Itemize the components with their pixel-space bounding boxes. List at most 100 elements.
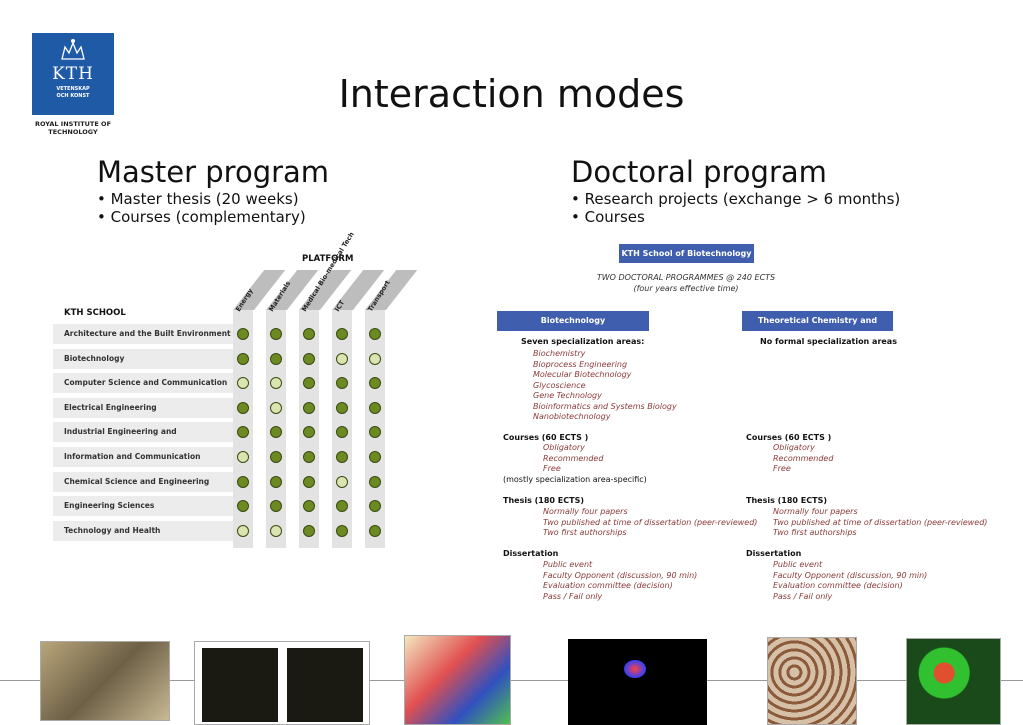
doctoral-bullets: • Research projects (exchange > 6 months…: [571, 190, 900, 226]
school-label: KTH SCHOOL: [64, 308, 126, 318]
list-item: Faculty Opponent (discussion, 90 min): [773, 570, 928, 580]
strong-link-dot: [237, 328, 249, 340]
weak-link-dot: [270, 524, 282, 537]
matrix-row-label: Architecture and the Built Environment: [53, 324, 233, 344]
strong-link-dot: [303, 500, 315, 513]
list-item: Evaluation committee (decision): [543, 581, 673, 590]
list-item: Free: [773, 464, 791, 473]
left-diss-title: Dissertation: [503, 549, 559, 558]
list-item: Obligatory: [773, 443, 815, 452]
list-item: Public event: [543, 560, 593, 569]
master-bullet: • Courses (complementary): [97, 208, 306, 226]
matrix-row-label: Biotechnology: [53, 348, 233, 369]
weak-link-dot: [336, 352, 348, 365]
right-courses-title: Courses (60 ECTS ): [746, 433, 832, 442]
list-item: Two first authorships: [773, 528, 857, 537]
strong-link-dot: [270, 328, 282, 340]
photo-tissue: [767, 637, 857, 725]
slide-title: Interaction modes: [338, 72, 685, 116]
strong-link-dot: [303, 352, 315, 365]
master-bullets: • Master thesis (20 weeks) • Courses (co…: [97, 190, 306, 226]
right-spec-title: No formal specialization areas: [760, 337, 897, 346]
list-item: Nanobiotechnology: [533, 412, 611, 421]
strong-link-dot: [303, 475, 315, 488]
logo-line2: OCH KONST: [56, 93, 90, 99]
list-item: Recommended: [543, 453, 604, 463]
strong-link-dot: [237, 401, 249, 414]
strong-link-dot: [270, 352, 282, 365]
strong-link-dot: [336, 524, 348, 537]
logo-kth: KTH: [52, 64, 94, 84]
strong-link-dot: [270, 426, 282, 439]
kth-logo: KTH VETENSKAP OCH KONST: [32, 33, 114, 115]
right-diss-title: Dissertation: [746, 549, 802, 558]
strong-link-dot: [369, 426, 381, 439]
right-thesis-title: Thesis (180 ECTS): [746, 496, 827, 505]
list-item: Bioinformatics and Systems Biology: [533, 401, 677, 411]
strong-link-dot: [336, 328, 348, 340]
list-item: Two published at time of dissertation (p…: [543, 517, 758, 527]
list-item: Bioprocess Engineering: [533, 359, 628, 369]
list-item: Normally four papers: [543, 507, 628, 516]
strong-link-dot: [369, 451, 381, 463]
weak-link-dot: [336, 475, 348, 488]
strong-link-dot: [303, 377, 315, 390]
master-heading: Master program: [97, 155, 330, 189]
matrix-row-label: Engineering Sciences: [53, 496, 233, 517]
weak-link-dot: [369, 352, 381, 365]
strong-link-dot: [237, 352, 249, 365]
doctoral-bullet: • Research projects (exchange > 6 months…: [571, 190, 901, 208]
strong-link-dot: [336, 451, 348, 463]
strong-link-dot: [303, 328, 315, 340]
matrix-row-label: Computer Science and Communication: [53, 373, 233, 394]
strong-link-dot: [369, 524, 381, 537]
list-item: Gene Technology: [533, 391, 602, 400]
strong-link-dot: [303, 524, 315, 537]
strong-link-dot: [369, 377, 381, 390]
weak-link-dot: [237, 524, 249, 537]
list-item: Biochemistry: [533, 349, 586, 358]
doctoral-bullet: • Courses: [571, 208, 645, 226]
list-item: Two published at time of dissertation (p…: [773, 517, 988, 527]
list-item: Recommended: [773, 453, 834, 463]
list-item: Molecular Biotechnology: [533, 370, 632, 379]
strong-link-dot: [270, 475, 282, 488]
weak-link-dot: [270, 401, 282, 414]
crown-icon: [61, 39, 85, 60]
list-item: Pass / Fail only: [543, 591, 603, 601]
platform-label: PLATFORM: [302, 254, 354, 264]
strong-link-dot: [369, 328, 381, 340]
left-courses-title: Courses (60 ECTS ): [503, 433, 589, 442]
list-item: Evaluation committee (decision): [773, 581, 903, 590]
list-item: Free: [543, 464, 561, 473]
strong-link-dot: [237, 500, 249, 513]
list-item: Two first authorships: [543, 528, 627, 537]
matrix-row-label: Technology and Health: [53, 520, 233, 541]
strong-link-dot: [336, 500, 348, 513]
strong-link-dot: [336, 401, 348, 414]
strong-link-dot: [270, 500, 282, 513]
strong-link-dot: [369, 475, 381, 488]
weak-link-dot: [237, 377, 249, 390]
list-item: Normally four papers: [773, 507, 858, 516]
school-box: KTH School of Biotechnology: [619, 244, 754, 263]
list-item: Faculty Opponent (discussion, 90 min): [543, 570, 698, 580]
strong-link-dot: [303, 401, 315, 414]
weak-link-dot: [270, 377, 282, 390]
program-box-biotech: Biotechnology: [497, 311, 649, 331]
matrix-row-label: Industrial Engineering and Management: [53, 422, 233, 456]
strong-link-dot: [369, 401, 381, 414]
photo-microarrays: [194, 641, 370, 725]
list-item: Glycoscience: [533, 380, 586, 390]
photo-protein-array: [404, 635, 511, 725]
matrix-row-label: Chemical Science and Engineering: [53, 471, 233, 492]
left-courses-note: (mostly specialization area-specific): [503, 475, 647, 484]
list-item: Public event: [773, 560, 823, 569]
strong-link-dot: [336, 377, 348, 390]
logo-subtitle: ROYAL INSTITUTE OF TECHNOLOGY: [34, 120, 112, 136]
